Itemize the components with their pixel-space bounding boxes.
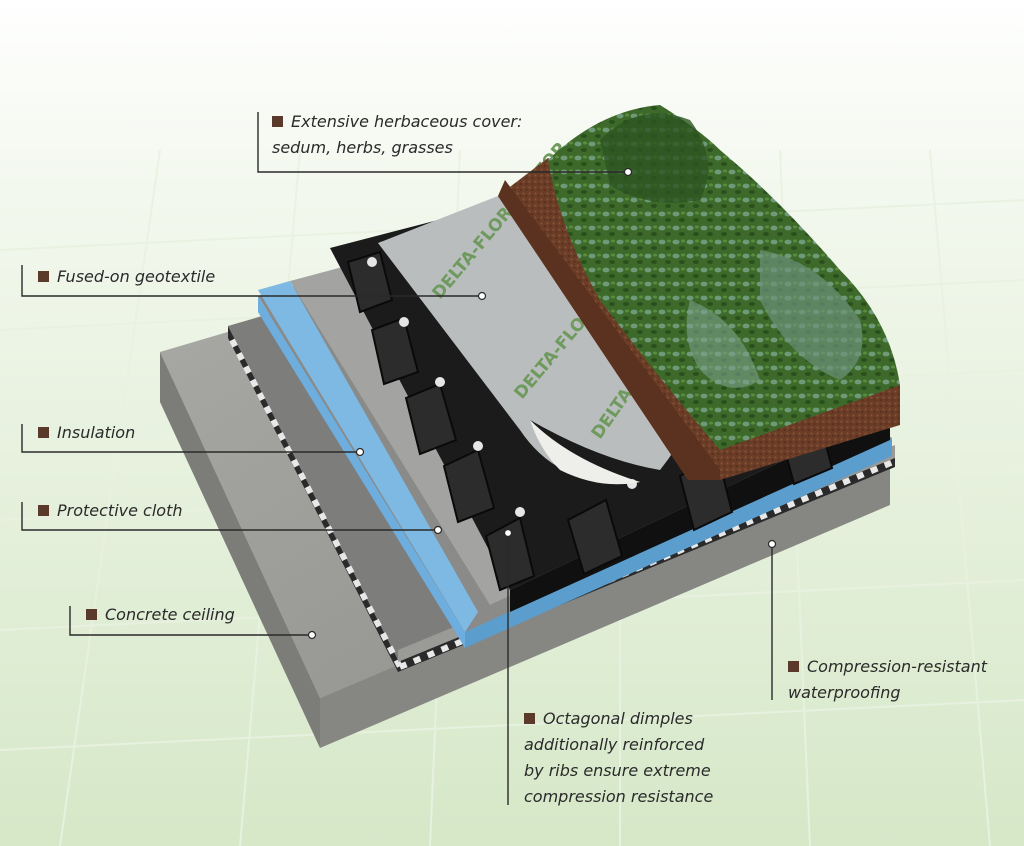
label-concrete-ceiling: Concrete ceiling [86, 602, 235, 628]
dimple-row [346, 250, 834, 592]
label-marker [272, 116, 283, 127]
leader-protective [21, 502, 438, 531]
leader-concrete [69, 606, 312, 636]
label-herbaceous-cover: Extensive herbaceous cover: sedum, herbs… [272, 112, 523, 157]
label-marker [38, 271, 49, 282]
label-protective-cloth: Protective cloth [38, 498, 183, 524]
label-waterproofing: Compression-resistant waterproofing [788, 657, 987, 702]
label-marker [788, 661, 799, 672]
label-geotextile: Fused-on geotextile [38, 264, 215, 290]
label-octagonal-dimples: Octagonal dimples additionally reinforce… [524, 709, 714, 806]
label-insulation: Insulation [38, 420, 135, 446]
leader-insulation [21, 424, 360, 453]
label-marker [38, 505, 49, 516]
leader-herbaceous [257, 112, 628, 173]
leader-geotextile [21, 265, 482, 297]
leader-lines [21, 112, 773, 805]
leader-dots [307, 167, 777, 640]
label-marker [86, 609, 97, 620]
substrate-vegetation-block [498, 105, 900, 480]
label-marker [38, 427, 49, 438]
label-marker [524, 713, 535, 724]
